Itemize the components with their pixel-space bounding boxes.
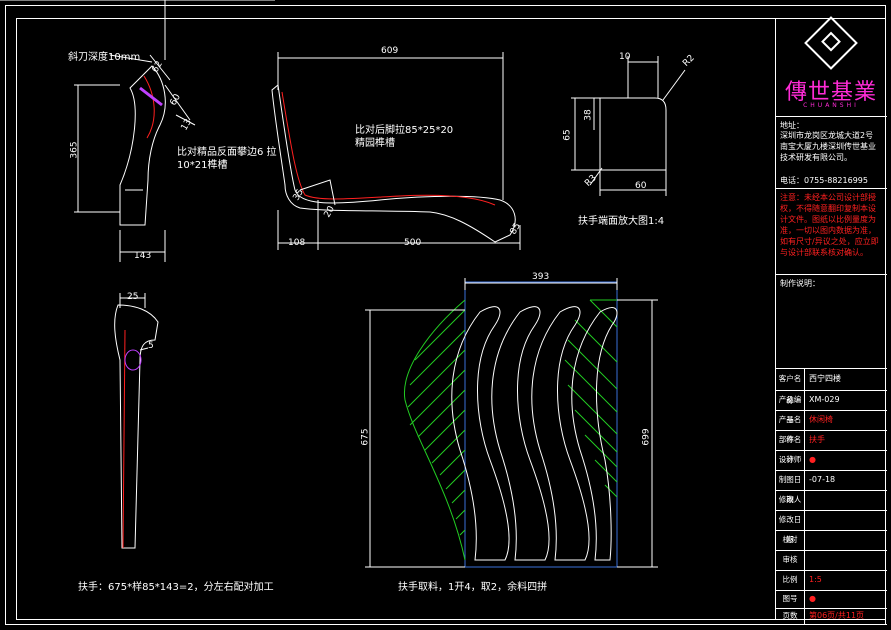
dim-nest-height: 675 (360, 428, 371, 446)
dim-sec-38: 38 (583, 109, 594, 121)
title-row-label: 修改人 (776, 490, 805, 510)
title-row-label: 页数 (776, 608, 805, 624)
title-row-label: 图号 (776, 590, 805, 608)
dim-side-width: 143 (134, 251, 152, 261)
title-row: 设计师 ● (776, 450, 887, 471)
title-row-label: 部件名称 (776, 430, 805, 464)
nesting-layout (365, 278, 658, 568)
dim-500: 500 (404, 238, 422, 248)
dim-sec-10: 10 (619, 52, 631, 62)
section-caption: 扶手端面放大图1:4 (578, 216, 665, 227)
title-row-label: 修改日期 (776, 510, 805, 544)
dim-108: 108 (288, 238, 306, 248)
title-row: 修改日期 (776, 510, 887, 544)
title-row-label: 比例 (776, 570, 805, 590)
title-row-label: 产品名称 (776, 410, 805, 444)
phone-text: 电话：0755-88216995 (780, 176, 868, 185)
section-view (571, 56, 686, 196)
title-row: 修改人 (776, 490, 887, 511)
title-row-value: ● (809, 455, 816, 464)
chamfer-note: 比对精品反面攀边6 拉10*21榫槽 (177, 147, 277, 171)
title-row-label: 产品编号 (776, 390, 805, 424)
title-row-value: -07-18 (809, 475, 836, 484)
copyright-notice: 注意：未经本公司设计部授权，不得随意翻印复制本设计文件。图纸以比例量度为准，一切… (780, 193, 879, 257)
logo-english-text: CHUANSHI (803, 102, 859, 109)
title-row: 比例 1:5 (776, 570, 887, 591)
logo-chinese-text: 傳世基業 (784, 80, 877, 105)
dim-front-25: 25 (127, 292, 139, 302)
rear-leg-note: 比对后脚拉85*25*20 精园榫槽 (355, 125, 454, 149)
title-row: 制图日期 -07-18 (776, 470, 887, 504)
dim-nest-height-2: 699 (641, 428, 652, 446)
dim-nest-width: 393 (532, 272, 550, 282)
title-row-value: 休闲椅 (809, 415, 833, 424)
dim-side-height: 365 (69, 141, 80, 159)
dim-front-5: 5 (148, 341, 154, 351)
title-row: 审核 (776, 550, 887, 571)
title-row: 产品名称休闲椅 (776, 410, 887, 444)
title-row: 产品编号 XM-029 (776, 390, 887, 424)
chamfer-depth-label: 斜刀深度10mm (68, 52, 141, 63)
title-row-value: 西宁四楼 (809, 374, 841, 383)
address-label: 地址： (780, 121, 804, 130)
title-row: 图号 ● (776, 590, 887, 609)
title-row: 校对 (776, 530, 887, 551)
dim-sec-65: 65 (562, 129, 573, 141)
title-row-value: XM-029 (809, 395, 840, 404)
side-view (74, 0, 196, 262)
title-row-label: 制图日期 (776, 470, 805, 504)
title-row: 部件名称扶手 (776, 430, 887, 464)
plan-view (0, 0, 521, 250)
bottom-right-caption: 扶手取料，1开4，取2，余料四拼 (398, 582, 548, 593)
title-row: 客户名称西宁四楼 (776, 368, 887, 405)
title-row-value: ● (809, 594, 816, 603)
company-logo: 傳世基業 CHUANSHI (782, 16, 880, 118)
title-row-value: 1:5 (809, 575, 822, 584)
title-row-label: 审核 (776, 550, 805, 570)
title-row-value: 扶手 (809, 435, 825, 444)
title-row-label: 客户名称 (776, 368, 805, 405)
logo-emblem-icon (804, 16, 858, 70)
notes-label: 制作说明： (780, 279, 820, 288)
dim-top-length: 609 (381, 46, 399, 56)
address-text: 深圳市龙岗区龙城大道2号南宝大厦九楼深圳传世基业技术研发有限公司。 (780, 131, 876, 162)
front-view (114, 293, 159, 549)
title-row-label: 设计师 (776, 450, 805, 470)
dim-sec-60: 60 (635, 181, 647, 191)
title-row: 页数第06页/共11页 (776, 608, 887, 625)
title-row-label: 校对 (776, 530, 805, 550)
title-block: 傳世基業 CHUANSHI 地址： 深圳市龙岗区龙城大道2号南宝大厦九楼深圳传世… (775, 16, 887, 625)
inner-frame (16, 18, 886, 620)
bottom-left-caption: 扶手：675*样85*143=2，分左右配对加工 (78, 582, 274, 593)
title-row-value: 第06页/共11页 (809, 611, 865, 620)
